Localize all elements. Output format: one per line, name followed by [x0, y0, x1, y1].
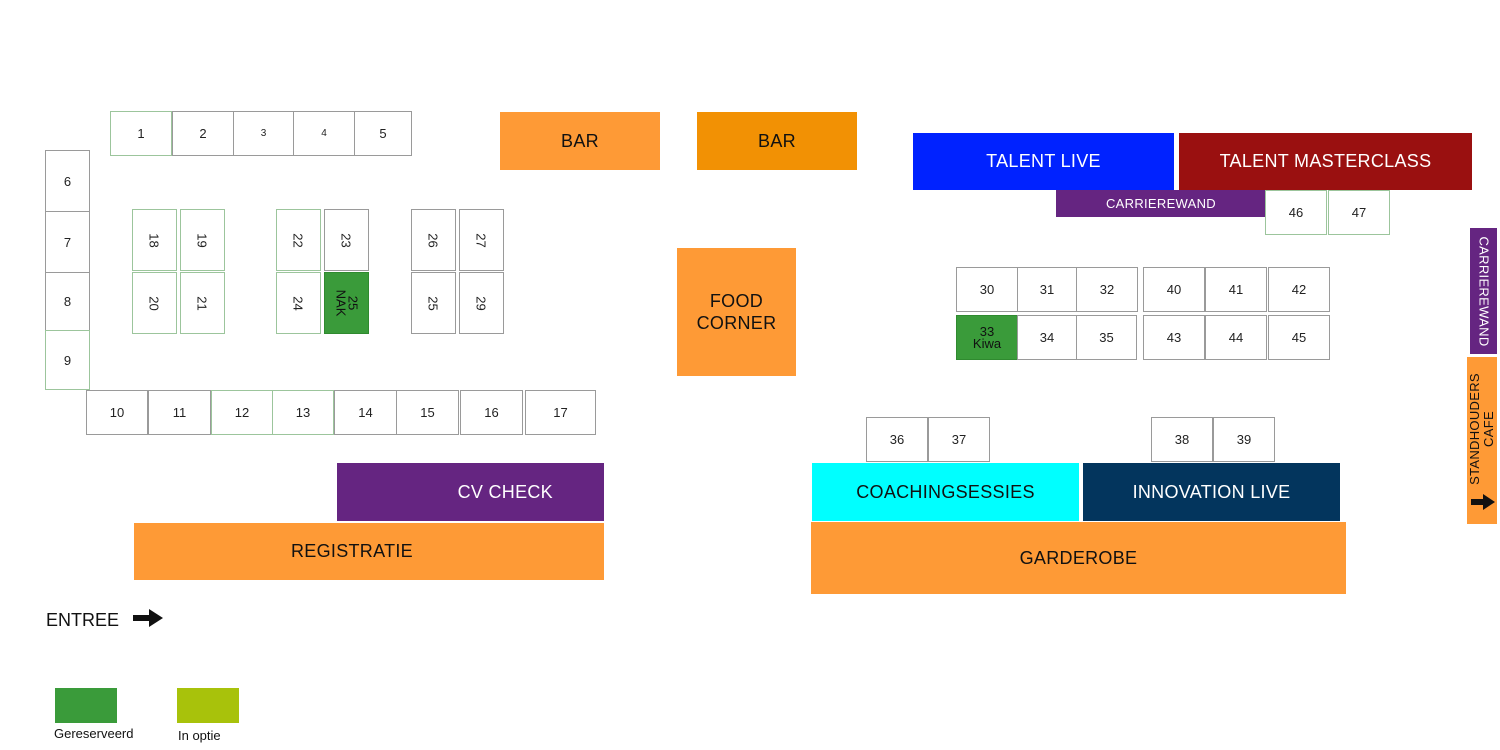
booth-41[interactable]: 41: [1205, 267, 1267, 312]
booth-30[interactable]: 30: [956, 267, 1018, 312]
booth-42[interactable]: 42: [1268, 267, 1330, 312]
booth-6[interactable]: 6: [45, 150, 90, 212]
booth-20[interactable]: 20: [132, 272, 177, 334]
booth-31[interactable]: 31: [1017, 267, 1077, 312]
booth-44[interactable]: 44: [1205, 315, 1267, 360]
food-corner[interactable]: FOOD CORNER: [677, 248, 796, 376]
booth-39[interactable]: 39: [1213, 417, 1275, 462]
booth-4[interactable]: 4: [293, 111, 355, 156]
booth-45[interactable]: 45: [1268, 315, 1330, 360]
booth-8[interactable]: 8: [45, 272, 90, 331]
booth-38[interactable]: 38: [1151, 417, 1213, 462]
booth-14[interactable]: 14: [334, 390, 397, 435]
booth-25[interactable]: 25: [411, 272, 456, 334]
booth-29[interactable]: 29: [459, 272, 504, 334]
booth-23[interactable]: 23: [324, 209, 369, 271]
booth-12[interactable]: 12: [211, 390, 273, 435]
garderobe-zone[interactable]: GARDEROBE: [811, 522, 1346, 594]
booth-32[interactable]: 32: [1076, 267, 1138, 312]
entrance: ENTREE: [46, 607, 165, 634]
booth-26[interactable]: 26: [411, 209, 456, 271]
booth-1[interactable]: 1: [110, 111, 172, 156]
booth-40[interactable]: 40: [1143, 267, 1205, 312]
booth-19[interactable]: 19: [180, 209, 225, 271]
booth-24[interactable]: 24: [276, 272, 321, 334]
booth-34[interactable]: 34: [1017, 315, 1077, 360]
legend-option-swatch: [177, 688, 239, 723]
booth-47[interactable]: 47: [1328, 190, 1390, 235]
booth-15[interactable]: 15: [396, 390, 459, 435]
booth-46[interactable]: 46: [1265, 190, 1327, 235]
carrierewand-side[interactable]: CARRIEREWAND: [1470, 228, 1497, 354]
booth-11[interactable]: 11: [148, 390, 211, 435]
booth-21[interactable]: 21: [180, 272, 225, 334]
registratie-zone[interactable]: REGISTRATIE: [134, 523, 604, 580]
booth-2[interactable]: 2: [172, 111, 234, 156]
carrierewand-top[interactable]: CARRIEREWAND: [1056, 190, 1266, 217]
booth-43[interactable]: 43: [1143, 315, 1205, 360]
booth-18[interactable]: 18: [132, 209, 177, 271]
booth-9[interactable]: 9: [45, 330, 90, 390]
booth-16[interactable]: 16: [460, 390, 523, 435]
booth-13[interactable]: 13: [272, 390, 334, 435]
entrance-label: ENTREE: [46, 610, 120, 630]
bar-left[interactable]: BAR: [500, 112, 660, 170]
legend-option-label: In optie: [178, 728, 221, 743]
booth-35[interactable]: 35: [1076, 315, 1137, 360]
booth-37[interactable]: 37: [928, 417, 990, 462]
innovation-live-zone[interactable]: INNOVATION LIVE: [1083, 463, 1340, 521]
booth-10[interactable]: 10: [86, 390, 148, 435]
talent-masterclass-zone[interactable]: TALENT MASTERCLASS: [1179, 133, 1472, 190]
booth-36[interactable]: 36: [866, 417, 928, 462]
arrow-right-icon: [131, 607, 165, 634]
legend-reserved-label: Gereserveerd: [54, 726, 134, 741]
bar-right[interactable]: BAR: [697, 112, 857, 170]
booth-3[interactable]: 3: [233, 111, 294, 156]
standhouders-cafe[interactable]: STANDHOUDERS CAFE: [1467, 357, 1497, 524]
booth-27[interactable]: 27: [459, 209, 504, 271]
talent-live-zone[interactable]: TALENT LIVE: [913, 133, 1174, 190]
booth-5[interactable]: 5: [354, 111, 412, 156]
cafe-arrow-icon: [1469, 492, 1497, 512]
booth-7[interactable]: 7: [45, 211, 90, 273]
booth-22[interactable]: 22: [276, 209, 321, 271]
legend-reserved-swatch: [55, 688, 117, 723]
cv-check-zone[interactable]: CV CHECK: [337, 463, 604, 521]
booth-17[interactable]: 17: [525, 390, 596, 435]
coachingsessies-zone[interactable]: COACHINGSESSIES: [812, 463, 1079, 521]
